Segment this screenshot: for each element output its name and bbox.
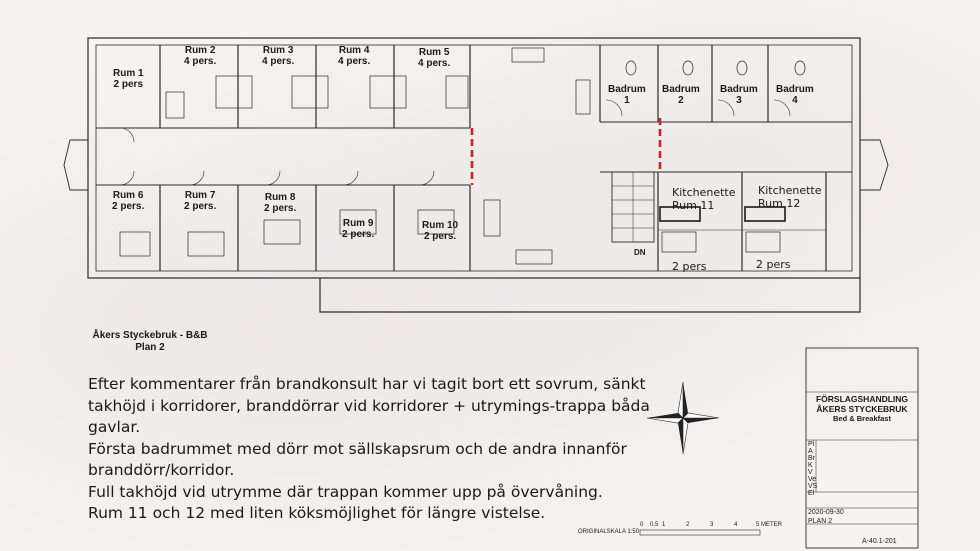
door-swing: [343, 170, 359, 186]
title-block-sheet: PLAN 2: [808, 518, 833, 525]
bed: [445, 75, 469, 109]
title-block-row: Br: [808, 455, 815, 462]
bed: [339, 209, 377, 235]
outer-wall: [87, 37, 861, 279]
east-gable: [860, 139, 889, 191]
door-swing: [119, 170, 135, 186]
title-block-row: V: [808, 469, 813, 476]
scale-tick: 4: [734, 522, 738, 528]
bed: [187, 231, 225, 257]
sofa: [575, 79, 591, 115]
door-swing: [119, 127, 135, 143]
title-block-drawing-number: A-40.1-201: [862, 538, 897, 545]
title-block-project: ÅKERS STYCKEBRUK: [816, 404, 908, 414]
description-line: Full takhöjd vid utrymme där trappan kom…: [88, 482, 603, 501]
toilet: [736, 60, 748, 76]
stair-direction-label: DN: [634, 248, 646, 257]
title-block-row: VS: [808, 483, 818, 490]
scale-tick: 5 METER: [756, 522, 783, 528]
title-block-row: El: [808, 490, 815, 497]
title-block-heading: FÖRSLAGSHANDLING: [815, 394, 909, 404]
scale-bar: [639, 529, 761, 536]
description-line: takhöjd i korridorer, branddörrar vid ko…: [88, 396, 650, 415]
description-line: Första badrummet med dörr mot sällskapsr…: [88, 439, 627, 458]
scale-label: ORIGINALSKALA 1:50: [578, 529, 640, 535]
description-line: branddörr/korridor.: [88, 461, 235, 479]
door-swing: [717, 99, 735, 117]
kitchenette-capacity-11: 2 pers: [672, 260, 707, 273]
kitchenette-box: [659, 206, 701, 222]
door-swing: [189, 170, 205, 186]
scale-tick: 0: [640, 522, 644, 528]
inner-wall: [95, 44, 853, 272]
stair-steps: [612, 172, 654, 242]
description-line: Rum 11 och 12 med liten köksmöjlighet fö…: [88, 504, 546, 522]
bed: [263, 219, 301, 245]
scale-tick: 1: [662, 522, 666, 528]
bed: [215, 75, 253, 109]
description-line: gavlar.: [88, 418, 141, 436]
bed: [119, 231, 151, 257]
sofa: [483, 199, 501, 237]
compass-rose-icon: [646, 381, 720, 455]
toilet: [794, 60, 806, 76]
title-block-row: Pl: [808, 441, 815, 448]
toilet: [625, 60, 637, 76]
title-block-row: K: [808, 462, 813, 469]
west-gable: [63, 139, 88, 191]
door-swing: [605, 99, 623, 117]
title-block-subtitle: Bed & Breakfast: [833, 414, 891, 423]
kitchenette-box: [744, 206, 786, 222]
door-swing: [419, 170, 435, 186]
bed: [369, 75, 407, 109]
bed: [291, 75, 329, 109]
kitchenette-capacity-12: 2 pers: [756, 258, 791, 271]
bed: [661, 231, 697, 253]
description-line: Efter kommentarer från brandkonsult har …: [88, 375, 646, 393]
lower-wall-extension: [319, 278, 861, 313]
sofa: [511, 47, 545, 63]
bed: [417, 209, 455, 235]
title-block-row: A: [808, 448, 813, 455]
bed: [165, 91, 185, 119]
title-block: [805, 347, 919, 549]
bed: [745, 231, 781, 253]
description-text: Efter kommentarer från brandkonsult har …: [88, 374, 668, 525]
door-swing: [773, 99, 791, 117]
sofa: [515, 249, 553, 265]
plan-title: Åkers Styckebruk - B&B Plan 2: [92, 330, 208, 353]
toilet: [682, 60, 694, 76]
scale-tick: 0.5: [650, 522, 659, 528]
scale-tick: 3: [710, 522, 714, 528]
door-swing: [265, 170, 281, 186]
title-block-date: 2020-09-30: [808, 509, 844, 516]
scale-tick: 2: [686, 522, 690, 528]
title-block-row: Ve: [808, 476, 817, 483]
